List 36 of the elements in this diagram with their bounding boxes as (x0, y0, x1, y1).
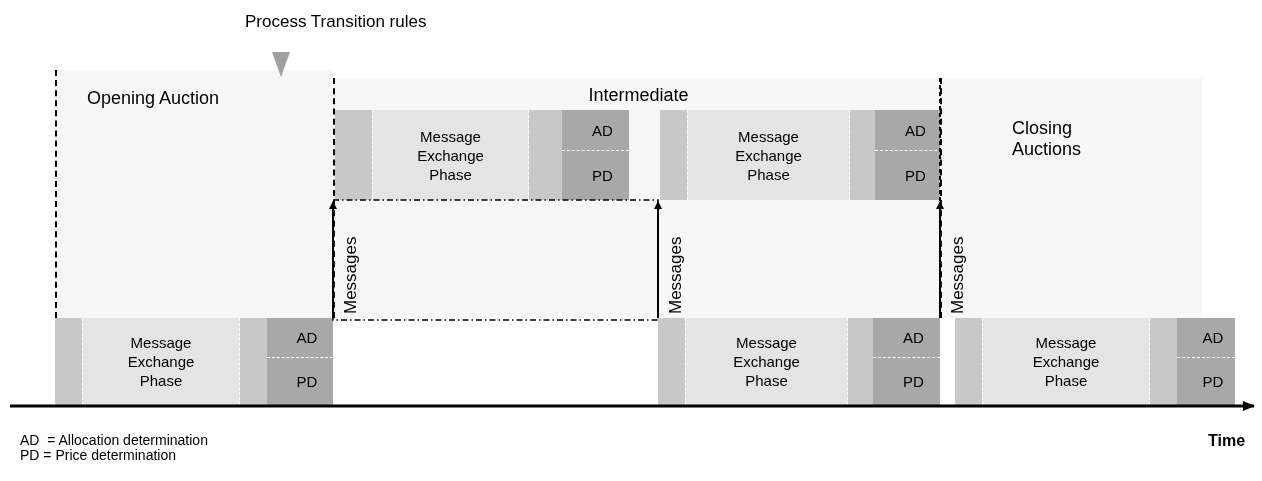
phase-title: Closing Auctions (1012, 118, 1083, 160)
edge-label: Messages (948, 236, 968, 314)
phase-title: Intermediate (587, 85, 690, 106)
phase-title: Opening Auction (87, 88, 220, 109)
determination-box: AD (873, 318, 940, 358)
determination-box: PD (267, 358, 333, 405)
abbreviation-note: PD = Price determination (20, 447, 177, 463)
phase-band (333, 78, 940, 318)
exchange-phase-box: Message Exchange Phase (687, 110, 850, 200)
axis-label: Time (1208, 432, 1246, 450)
exchange-phase-box: Message Exchange Phase (372, 110, 529, 200)
determination-box: AD (267, 318, 333, 358)
arrow (654, 201, 662, 319)
determination-box: PD (562, 151, 629, 200)
arrow (936, 201, 944, 319)
phase-block (955, 318, 1235, 405)
phase-block (658, 318, 940, 405)
determination-box: AD (562, 110, 629, 151)
determination-box: AD (875, 110, 942, 151)
exchange-phase-box: Message Exchange Phase (82, 318, 240, 405)
note-text: Process Transition rules (245, 12, 427, 32)
exchange-phase-box: Message Exchange Phase (982, 318, 1150, 405)
phase-band (55, 70, 333, 318)
arrow (329, 201, 337, 319)
edge-label: Messages (666, 236, 686, 314)
abbreviation-note: AD = Allocation determination (20, 432, 208, 448)
phase-band (940, 78, 1202, 318)
determination-box: PD (873, 358, 940, 405)
determination-box: AD (1177, 318, 1235, 358)
edge-label: Messages (341, 236, 361, 314)
phase-block (660, 110, 942, 200)
exchange-phase-box: Message Exchange Phase (685, 318, 848, 405)
determination-box: PD (875, 151, 942, 200)
determination-box: PD (1177, 358, 1235, 405)
phase-block (335, 110, 629, 200)
phase-block (55, 318, 333, 405)
